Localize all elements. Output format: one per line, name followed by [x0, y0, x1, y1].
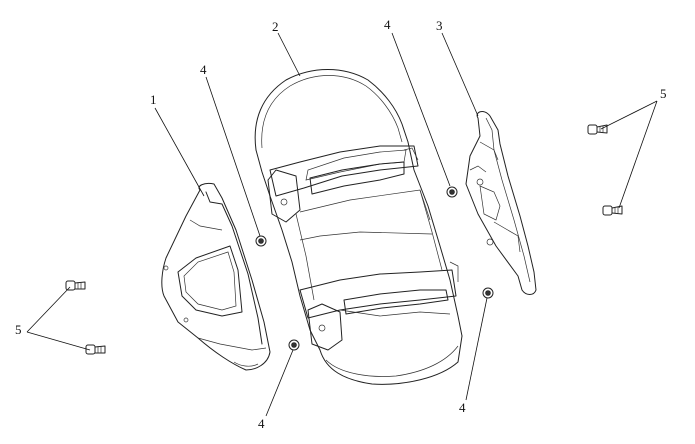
nut-lower-right [482, 287, 494, 299]
nut-lower-left [288, 339, 300, 351]
callout-1: 1 [150, 92, 157, 107]
center-fender-part [254, 69, 463, 385]
left-guard-part [161, 183, 271, 371]
bolt-left-lower [85, 344, 106, 355]
nut-upper-right [446, 186, 458, 198]
callout-5-left: 5 [15, 322, 22, 337]
nut-upper-left [255, 235, 267, 247]
bolt-right-lower [602, 205, 623, 216]
callout-4-lower-right: 4 [459, 400, 466, 415]
callout-5-right: 5 [660, 86, 667, 101]
bolt-right-upper [587, 124, 608, 135]
callout-4-upper-right: 4 [384, 17, 391, 32]
callout-2: 2 [272, 19, 279, 34]
callout-3: 3 [436, 18, 443, 33]
callout-labels: 1 2 3 4 4 4 4 5 5 [15, 17, 667, 431]
bolt-left-upper [65, 280, 86, 291]
leader-lines [26, 32, 658, 417]
callout-4-lower-left: 4 [258, 416, 265, 431]
callout-4-upper-left: 4 [200, 62, 207, 77]
right-bracket-part [465, 111, 537, 295]
